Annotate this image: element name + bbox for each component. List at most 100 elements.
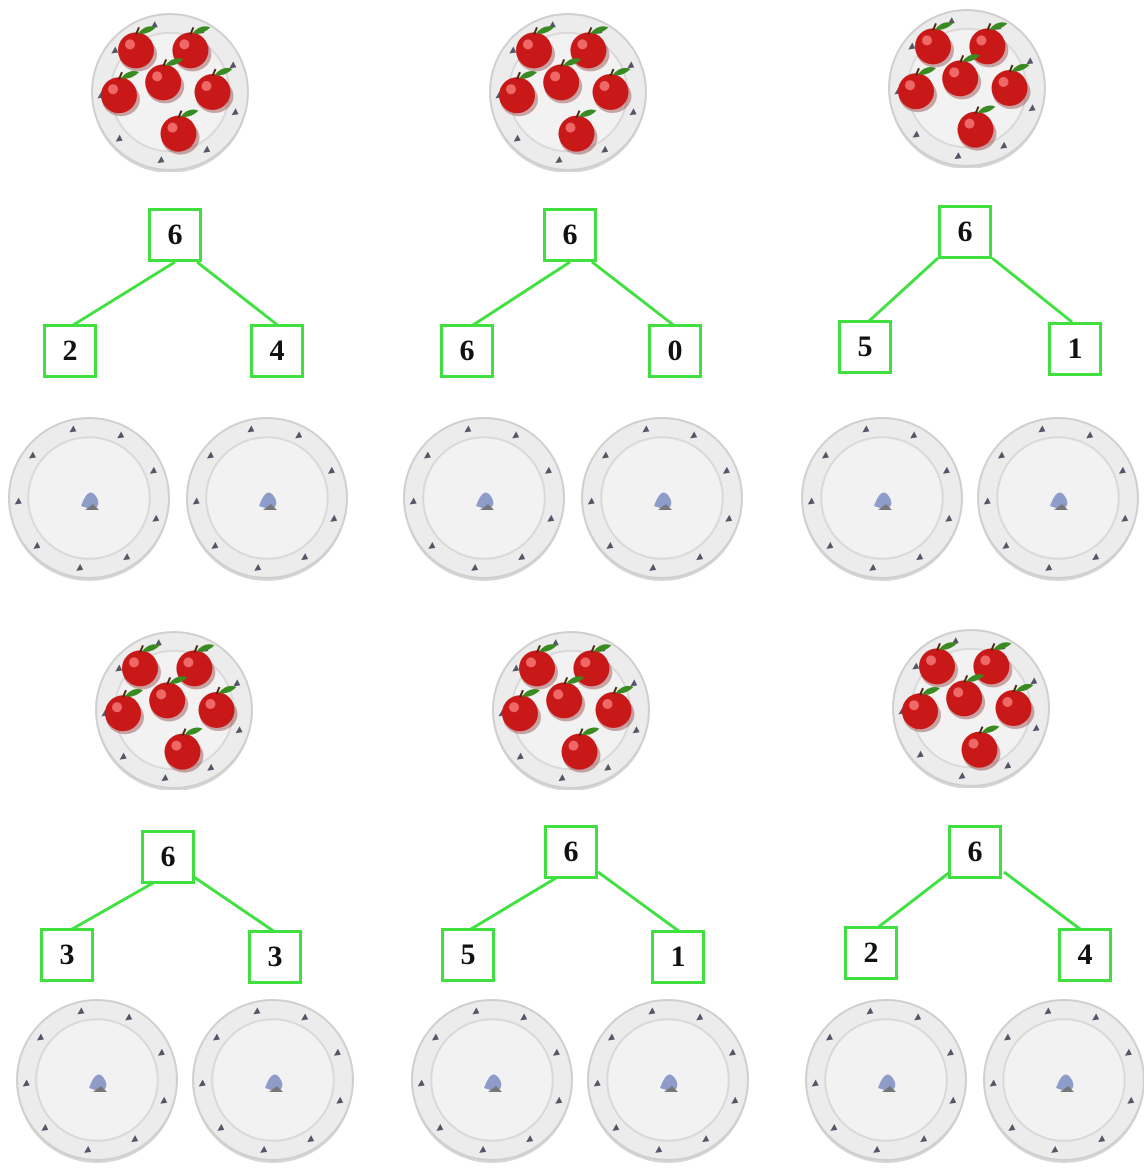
whole-number: 6 — [957, 215, 973, 248]
apple-icon — [995, 683, 1035, 729]
left-empty-plate-icon — [411, 999, 573, 1163]
apple-icon — [516, 26, 555, 72]
plate-with-apples-icon — [489, 13, 647, 172]
apple-icon — [502, 689, 541, 735]
apple-icon — [160, 109, 200, 155]
apple-icon — [961, 725, 1001, 771]
apple-icon — [595, 685, 635, 731]
apple-icon — [149, 676, 189, 722]
number-bond-panel: 6 3 3 — [5, 580, 385, 1163]
apple-icon — [915, 22, 954, 68]
apple-icon — [499, 71, 538, 117]
right-part-number: 0 — [667, 334, 683, 367]
right-empty-plate-icon — [581, 417, 743, 581]
right-part-number: 4 — [269, 334, 285, 367]
left-empty-plate-icon — [801, 417, 963, 581]
plate-with-apples-icon — [91, 13, 249, 172]
number-bond-panel: 6 6 0 — [398, 0, 778, 581]
whole-number: 6 — [967, 835, 983, 868]
apple-icon — [164, 727, 204, 773]
apple-icon — [558, 109, 598, 155]
whole-number: 6 — [160, 840, 176, 873]
right-empty-plate-icon — [192, 999, 354, 1163]
left-part-number: 5 — [857, 330, 873, 363]
whole-number-box: 6 — [543, 208, 597, 262]
left-part-box[interactable]: 5 — [838, 320, 892, 374]
whole-number: 6 — [167, 218, 183, 251]
apple-icon — [122, 644, 161, 690]
whole-number-box: 6 — [938, 205, 992, 259]
whole-number-box: 6 — [948, 825, 1002, 879]
whole-number: 6 — [563, 835, 579, 868]
center-motif-icon — [89, 1074, 107, 1092]
apple-icon — [561, 727, 601, 773]
left-part-number: 2 — [863, 936, 879, 969]
right-part-box[interactable]: 4 — [250, 324, 304, 378]
plate-with-apples-icon — [888, 9, 1046, 168]
right-empty-plate-icon — [587, 999, 749, 1163]
left-part-number: 5 — [460, 938, 476, 971]
center-motif-icon — [878, 1074, 896, 1092]
right-part-box[interactable]: 4 — [1058, 928, 1112, 982]
right-part-number: 1 — [670, 940, 686, 973]
whole-number-box: 6 — [141, 830, 195, 884]
apple-icon — [546, 676, 586, 722]
plate-with-apples-icon — [892, 629, 1050, 788]
center-motif-icon — [1050, 492, 1068, 510]
right-part-box[interactable]: 1 — [1048, 322, 1102, 376]
whole-number: 6 — [562, 218, 578, 251]
number-bond-panel: 6 2 4 — [762, 580, 1144, 1163]
plate-with-apples-icon — [492, 631, 650, 790]
right-part-box[interactable]: 1 — [651, 930, 705, 984]
center-motif-icon — [654, 492, 672, 510]
apple-icon — [101, 71, 140, 117]
right-part-number: 3 — [267, 940, 283, 973]
whole-number-box: 6 — [148, 208, 202, 262]
apple-icon — [942, 54, 982, 100]
apple-icon — [957, 105, 997, 151]
apple-icon — [902, 687, 941, 733]
center-motif-icon — [476, 492, 494, 510]
left-empty-plate-icon — [805, 999, 967, 1163]
left-part-number: 2 — [62, 334, 78, 367]
apple-icon — [592, 67, 632, 113]
apple-icon — [991, 63, 1031, 109]
left-part-box[interactable]: 2 — [43, 324, 97, 378]
right-part-box[interactable]: 0 — [648, 324, 702, 378]
right-empty-plate-icon — [186, 417, 348, 581]
apple-icon — [946, 674, 986, 720]
center-motif-icon — [484, 1074, 502, 1092]
apple-icon — [105, 689, 144, 735]
right-part-box[interactable]: 3 — [248, 930, 302, 984]
apple-icon — [919, 642, 958, 688]
center-motif-icon — [1056, 1074, 1074, 1092]
apple-icon — [194, 67, 234, 113]
right-empty-plate-icon — [983, 999, 1144, 1163]
left-empty-plate-icon — [8, 417, 170, 581]
center-motif-icon — [81, 492, 99, 510]
apple-icon — [898, 67, 937, 113]
left-empty-plate-icon — [16, 999, 178, 1163]
apple-icon — [145, 58, 185, 104]
left-part-box[interactable]: 3 — [40, 928, 94, 982]
right-part-number: 4 — [1077, 938, 1093, 971]
left-part-box[interactable]: 2 — [844, 926, 898, 980]
center-motif-icon — [265, 1074, 283, 1092]
apple-icon — [198, 685, 238, 731]
center-motif-icon — [259, 492, 277, 510]
number-bond-panel: 6 2 4 — [5, 0, 385, 581]
center-motif-icon — [874, 492, 892, 510]
whole-number-box: 6 — [544, 825, 598, 879]
apple-icon — [543, 58, 583, 104]
right-part-number: 1 — [1067, 332, 1083, 365]
number-bond-panel: 6 5 1 — [398, 580, 778, 1163]
plate-with-apples-icon — [95, 631, 253, 790]
center-motif-icon — [660, 1074, 678, 1092]
apple-icon — [118, 26, 157, 72]
left-part-box[interactable]: 6 — [440, 324, 494, 378]
left-part-number: 6 — [459, 334, 475, 367]
apple-icon — [519, 644, 558, 690]
left-part-box[interactable]: 5 — [441, 928, 495, 982]
left-empty-plate-icon — [403, 417, 565, 581]
